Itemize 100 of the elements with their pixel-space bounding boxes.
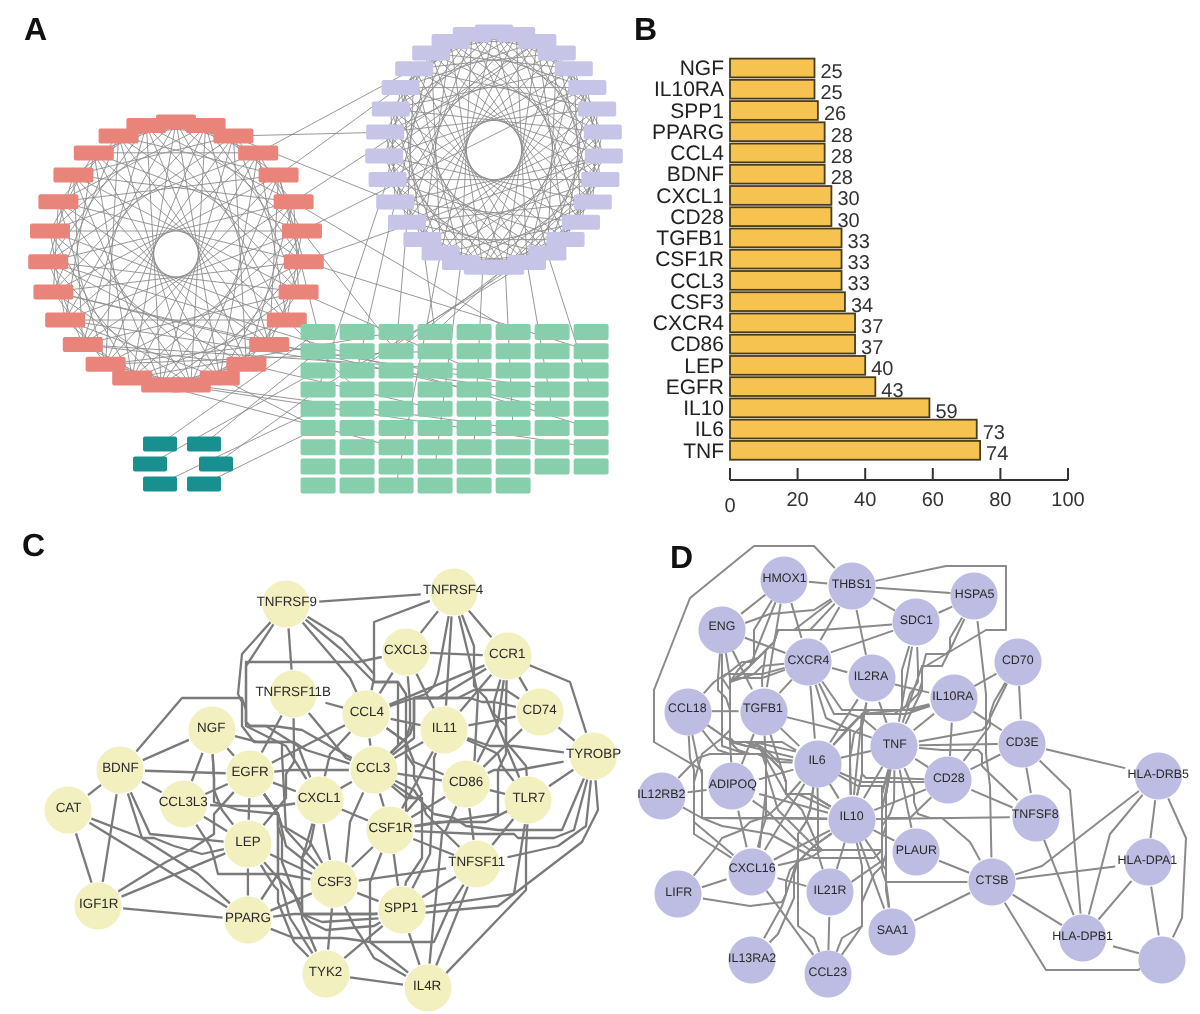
interaction-line <box>653 545 836 820</box>
interaction-line <box>74 832 93 884</box>
interaction-line <box>937 605 954 614</box>
interaction-line <box>344 791 365 864</box>
network-node <box>310 860 359 908</box>
network-node <box>96 746 145 794</box>
interaction-line <box>326 908 334 950</box>
value-label: 33 <box>847 274 870 297</box>
interaction-line <box>356 891 379 903</box>
interaction-line <box>135 696 353 760</box>
interaction-line <box>1150 885 1160 937</box>
interaction-line <box>358 867 447 882</box>
interaction-line <box>123 907 223 919</box>
interaction-line <box>807 580 829 585</box>
interaction-line <box>459 673 493 713</box>
interaction-line <box>776 768 890 867</box>
interaction-line <box>368 738 372 746</box>
network-node <box>158 780 208 828</box>
interaction-line <box>307 712 352 762</box>
category-label: CD28 <box>670 205 724 230</box>
panel-label: D <box>670 544 694 576</box>
network-node <box>637 771 686 820</box>
category-label: SPP1 <box>670 99 724 124</box>
interaction-line <box>897 645 914 723</box>
network-node <box>847 654 895 703</box>
interaction-line <box>390 778 585 832</box>
interaction-line <box>691 734 896 859</box>
value-label: 26 <box>823 104 847 127</box>
interaction-line <box>835 841 846 871</box>
interaction-line <box>203 815 228 833</box>
interaction-line <box>343 905 407 978</box>
interaction-line <box>142 738 190 762</box>
network-node <box>295 776 344 824</box>
interaction-line <box>340 780 353 790</box>
interaction-line <box>1097 879 1133 921</box>
interaction-line <box>721 599 831 810</box>
category-label: EGFR <box>665 375 724 400</box>
network-node <box>708 762 757 811</box>
interaction-line <box>319 593 421 603</box>
interaction-line <box>322 823 332 861</box>
network-node <box>924 756 973 805</box>
value-label: 74 <box>986 444 1009 467</box>
interaction-line <box>835 842 863 953</box>
interaction-line <box>938 859 971 874</box>
interaction-line <box>557 726 576 742</box>
interaction-line <box>913 891 972 922</box>
interaction-line <box>744 598 833 624</box>
interaction-line <box>247 798 251 820</box>
interaction-line <box>1045 748 1127 770</box>
network-node <box>483 632 532 680</box>
interaction-line <box>756 734 767 849</box>
interaction-line <box>830 667 849 674</box>
interaction-line <box>871 597 896 612</box>
interaction-line <box>949 721 953 757</box>
interaction-line <box>263 861 381 932</box>
category-label: NGF <box>679 57 724 82</box>
interaction-line <box>368 852 409 974</box>
category-label: TNF <box>683 439 724 464</box>
interaction-line <box>476 680 505 763</box>
interaction-line <box>325 701 344 709</box>
interaction-line <box>349 976 404 986</box>
interaction-line <box>392 782 424 887</box>
category-label: CSF1R <box>655 248 724 273</box>
interaction-line <box>720 652 891 851</box>
interaction-line <box>1167 797 1187 939</box>
interaction-line <box>428 805 458 964</box>
category-label: LEP <box>684 354 724 379</box>
interaction-line <box>273 912 378 918</box>
interaction-line <box>419 610 439 634</box>
interaction-line <box>878 700 888 724</box>
interaction-line <box>445 824 529 974</box>
interaction-line <box>1043 838 1075 917</box>
interaction-line <box>393 740 424 760</box>
interaction-line <box>190 752 204 782</box>
interaction-line <box>126 792 231 905</box>
network-node <box>1117 838 1178 887</box>
interaction-line <box>394 779 461 848</box>
interaction-line <box>323 731 352 777</box>
interaction-line <box>491 818 515 846</box>
interaction-line <box>487 760 564 775</box>
interaction-line <box>468 808 475 840</box>
network-node <box>784 637 833 686</box>
interaction-line <box>244 655 383 778</box>
interaction-line <box>856 704 931 797</box>
interaction-line <box>832 645 911 747</box>
interaction-line <box>270 883 465 944</box>
network-node <box>515 688 564 736</box>
interaction-line <box>507 780 593 859</box>
interaction-line <box>121 852 226 898</box>
interaction-line <box>301 621 358 693</box>
interaction-line <box>862 765 884 800</box>
category-label: CXCR4 <box>652 312 724 337</box>
tick-label: 60 <box>921 490 944 512</box>
interaction-line <box>918 746 1019 802</box>
network-node <box>870 721 919 770</box>
value-label: 28 <box>830 146 853 169</box>
network-node <box>929 674 977 723</box>
interaction-line <box>389 688 520 708</box>
interaction-line <box>370 599 431 691</box>
interaction-line <box>144 769 226 775</box>
